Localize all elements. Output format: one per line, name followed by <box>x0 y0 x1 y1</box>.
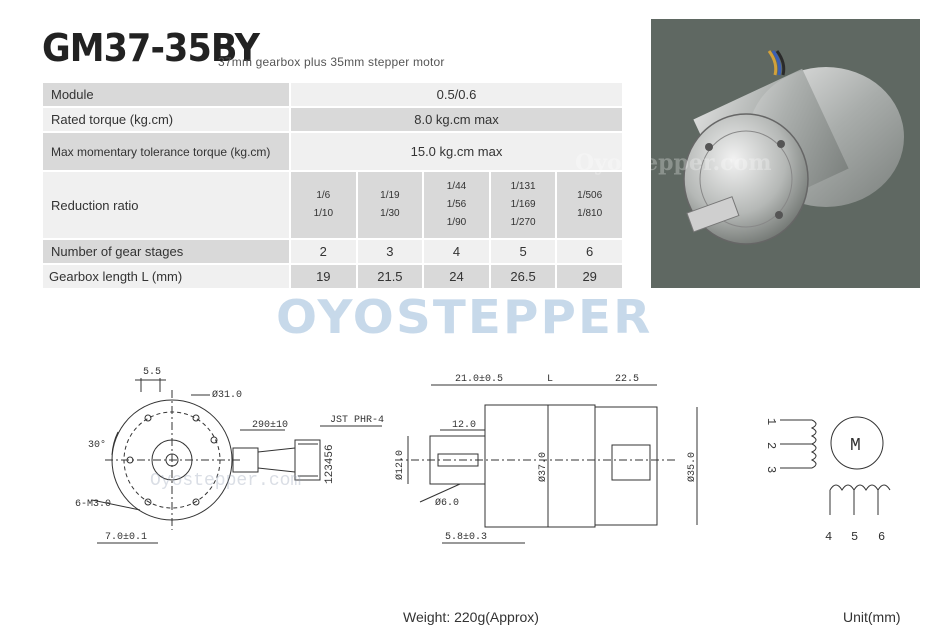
product-title: GM37-35BY <box>42 26 260 70</box>
ratio-value: 1/506 <box>577 190 603 201</box>
angle-label: 30° <box>88 439 106 451</box>
module-value: 0.5/0.6 <box>291 83 622 106</box>
rated-torque-label: Rated torque (kg.cm) <box>43 108 289 131</box>
dim-shaft: 21.0±0.5 <box>455 374 503 385</box>
ratio-cell: 1/6 1/10 <box>291 172 356 238</box>
connector-label: JST PHR-4 <box>330 415 384 426</box>
drawing-watermark: Oyostepper.com <box>150 471 301 491</box>
product-subtitle: 37mm gearbox plus 35mm stepper motor <box>218 55 445 69</box>
table-row-gearbox-length: Gearbox length L (mm) 19 21.5 24 26.5 29 <box>43 265 622 288</box>
brand-logo: OYOSTEPPER <box>276 290 652 344</box>
gear-stages-value: 2 <box>291 240 356 263</box>
dim-diameter: Ø31.0 <box>212 389 242 401</box>
table-row-max-torque: Max momentary tolerance torque (kg.cm) 1… <box>43 133 622 170</box>
ratio-value: 1/44 <box>446 181 467 192</box>
ratio-value: 1/810 <box>577 208 603 219</box>
reduction-ratio-cells: 1/6 1/10 1/19 1/30 1/44 1/56 1/90 1/131 … <box>291 172 622 238</box>
table-row-gear-stages: Number of gear stages 2 3 4 5 6 <box>43 240 622 263</box>
gearbox-length-value: 19 <box>291 265 356 288</box>
pin-5: 5 <box>851 530 858 544</box>
technical-drawing: 5.5 Ø31.0 290±10 JST PHR-4 123456 30° 6-… <box>75 367 891 544</box>
ratio-value: 1/6 <box>316 190 331 201</box>
dim-d-shaft: Ø6.0 <box>435 497 459 509</box>
gearbox-length-value: 26.5 <box>490 265 556 288</box>
gear-stages-value: 5 <box>490 240 556 263</box>
dim-top: 5.5 <box>143 367 161 378</box>
table-row-reduction-ratio: Reduction ratio 1/6 1/10 1/19 1/30 1/44 … <box>43 172 622 238</box>
gear-stages-label: Number of gear stages <box>43 240 289 263</box>
pin-1: 1 <box>764 418 778 425</box>
dim-motor-dia: Ø35.0 <box>686 452 698 482</box>
dim-shaft-dia: Ø12.0 <box>394 450 406 480</box>
ratio-value: 1/19 <box>380 190 400 201</box>
product-photo <box>651 19 920 288</box>
gear-stages-value: 3 <box>357 240 423 263</box>
pin-3: 3 <box>764 466 778 473</box>
ratio-value: 1/10 <box>313 208 334 219</box>
ratio-value: 1/270 <box>510 217 536 228</box>
photo-watermark: Oyostepper.com <box>575 150 772 176</box>
ratio-value: 1/30 <box>380 208 400 219</box>
ratio-cell: 1/44 1/56 1/90 <box>424 172 489 238</box>
max-torque-label: Max momentary tolerance torque (kg.cm) <box>43 133 289 170</box>
dim-motor: 22.5 <box>615 374 639 385</box>
ratio-value: 1/131 <box>510 181 536 192</box>
gear-stages-value: 6 <box>557 240 622 263</box>
gearbox-length-value: 21.5 <box>357 265 423 288</box>
ratio-cell: 1/506 1/810 <box>557 172 622 238</box>
pin-4: 4 <box>825 530 832 544</box>
dim-cable: 290±10 <box>252 420 288 431</box>
pin-6: 6 <box>878 530 885 544</box>
max-torque-value: 15.0 kg.cm max <box>291 133 622 170</box>
ratio-value: 1/90 <box>446 217 467 228</box>
gear-stages-cells: 2 3 4 5 6 <box>291 240 622 263</box>
motor-symbol <box>830 416 884 470</box>
gearbox-length-value: 24 <box>424 265 489 288</box>
table-row-rated-torque: Rated torque (kg.cm) 8.0 kg.cm max <box>43 108 622 131</box>
motor-illustration <box>651 19 920 288</box>
ratio-value: 1/56 <box>446 199 467 210</box>
dim-flat: 12.0 <box>452 420 476 431</box>
rated-torque-value: 8.0 kg.cm max <box>291 108 622 131</box>
gearbox-length-cells: 19 21.5 24 26.5 29 <box>291 265 622 288</box>
pin-2: 2 <box>764 442 778 449</box>
table-row-module: Module 0.5/0.6 <box>43 83 622 106</box>
ratio-value: 1/169 <box>510 199 536 210</box>
gear-stages-value: 4 <box>424 240 489 263</box>
brand-logo-text: OYOSTEPPER <box>276 290 653 344</box>
dim-bottom: 7.0±0.1 <box>105 532 147 543</box>
dim-offset: 5.8±0.3 <box>445 532 487 543</box>
weight-label: Weight: 220g(Approx) <box>403 609 539 625</box>
module-label: Module <box>43 83 289 106</box>
dim-gear-dia: Ø37.0 <box>537 452 549 482</box>
reduction-ratio-label: Reduction ratio <box>43 172 289 238</box>
ratio-cell: 1/19 1/30 <box>357 172 423 238</box>
ratio-cell: 1/131 1/169 1/270 <box>490 172 556 238</box>
connector-pins: 123456 <box>324 444 336 484</box>
gearbox-length-value: 29 <box>557 265 622 288</box>
dim-l: L <box>547 374 553 385</box>
unit-label: Unit(mm) <box>843 609 901 625</box>
gearbox-length-label: Gearbox length L (mm) <box>43 265 289 288</box>
motor-label: M <box>850 436 861 456</box>
holes-label: 6-M3.0 <box>75 499 111 510</box>
